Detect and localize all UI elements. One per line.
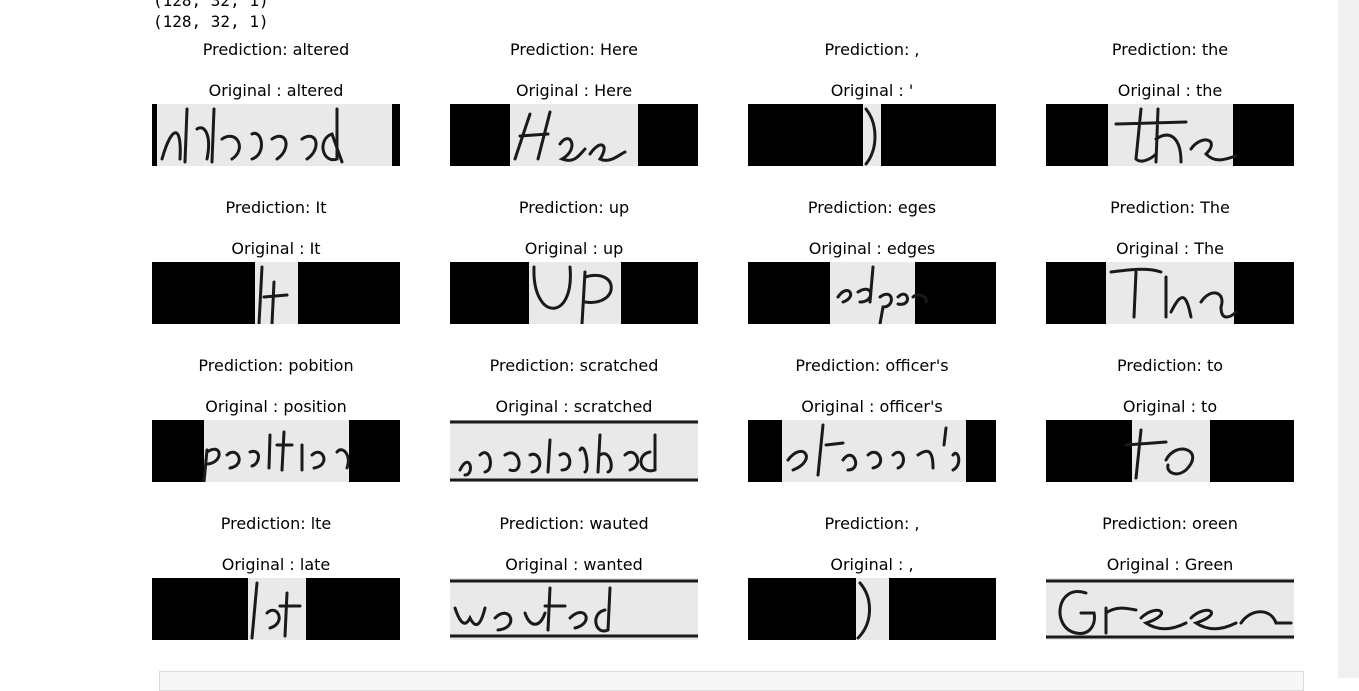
paper-strip: [863, 104, 881, 166]
vertical-scrollbar[interactable]: [1338, 0, 1359, 678]
handwriting-image: [748, 262, 996, 324]
original-label: Original : up: [524, 239, 624, 258]
paper-strip: [157, 104, 392, 166]
original-label: Original : altered: [208, 81, 344, 100]
handwriting-image: [748, 420, 996, 482]
handwriting-image: [450, 104, 698, 166]
prediction-label: Prediction: scratched: [489, 356, 659, 375]
paper-strip: [450, 578, 698, 640]
original-label: Original : edges: [808, 239, 936, 258]
original-label: Original : Green: [1106, 555, 1234, 574]
handwriting-image: [152, 262, 400, 324]
original-label: Original : Here: [515, 81, 633, 100]
prediction-label: Prediction: Here: [510, 40, 638, 59]
prediction-label: Prediction: The: [1110, 198, 1230, 217]
prediction-label: Prediction: oreen: [1102, 514, 1238, 533]
prediction-label: Prediction: eges: [807, 198, 937, 217]
console-output: (128, 32, 1) (128, 32, 1): [153, 0, 269, 32]
original-label: Original : position: [205, 397, 347, 416]
handwriting-stroke: [532, 265, 613, 324]
original-label: Original : It: [231, 239, 321, 258]
original-label: Original : the: [1117, 81, 1223, 100]
handwriting-stroke: [1109, 267, 1238, 319]
handwriting-image: [152, 420, 400, 482]
original-label: Original : scratched: [495, 397, 653, 416]
handwriting-stroke: [1114, 107, 1238, 164]
prediction-label: Prediction: to: [1116, 356, 1224, 375]
prediction-label: Prediction: ,: [824, 40, 920, 59]
prediction-label: Prediction: ,: [824, 514, 920, 533]
original-label: Original : ,: [830, 555, 914, 574]
handwriting-image: [1046, 262, 1294, 324]
handwriting-image: [1046, 420, 1294, 482]
original-label: Original : ': [830, 81, 914, 100]
handwriting-stroke: [513, 110, 627, 162]
prediction-label: Prediction: It: [225, 198, 327, 217]
original-label: Original : late: [221, 555, 331, 574]
handwriting-image: [748, 104, 996, 166]
handwriting-stroke: [1124, 428, 1195, 480]
paper-strip: [204, 420, 349, 482]
handwriting-stroke: [450, 579, 698, 638]
paper-strip: [856, 578, 889, 640]
prediction-label: Prediction: up: [518, 198, 630, 217]
prediction-label: Prediction: the: [1111, 40, 1229, 59]
handwriting-image: [450, 420, 698, 482]
handwriting-stroke: [864, 107, 877, 166]
handwriting-stroke: [836, 265, 928, 324]
paper-strip: [529, 262, 621, 324]
paper-strip: [450, 420, 698, 482]
handwriting-image: [152, 578, 400, 640]
handwriting-image: [748, 578, 996, 640]
handwriting-stroke: [202, 430, 350, 482]
console-line: (128, 32, 1): [153, 0, 269, 10]
handwriting-image: [1046, 104, 1294, 166]
prediction-label: Prediction: lte: [220, 514, 332, 533]
next-notebook-cell[interactable]: [159, 671, 1304, 691]
prediction-label: Prediction: altered: [202, 40, 350, 59]
handwriting-stroke: [1046, 579, 1294, 639]
handwriting-stroke: [250, 581, 302, 640]
handwriting-image: [450, 578, 698, 640]
console-line: (128, 32, 1): [153, 12, 269, 31]
handwriting-stroke: [786, 423, 961, 477]
handwriting-stroke: [856, 581, 871, 640]
handwriting-stroke: [257, 265, 289, 324]
handwriting-image: [152, 104, 400, 166]
prediction-label: Prediction: wauted: [499, 514, 649, 533]
original-label: Original : officer's: [801, 397, 943, 416]
handwriting-stroke: [160, 107, 344, 164]
prediction-label: Prediction: pobition: [198, 356, 354, 375]
handwriting-stroke: [450, 420, 698, 482]
prediction-label: Prediction: officer's: [795, 356, 949, 375]
handwriting-image: [450, 262, 698, 324]
original-label: Original : wanted: [505, 555, 643, 574]
original-label: Original : to: [1122, 397, 1218, 416]
handwriting-image: [1046, 578, 1294, 640]
original-label: Original : The: [1116, 239, 1224, 258]
